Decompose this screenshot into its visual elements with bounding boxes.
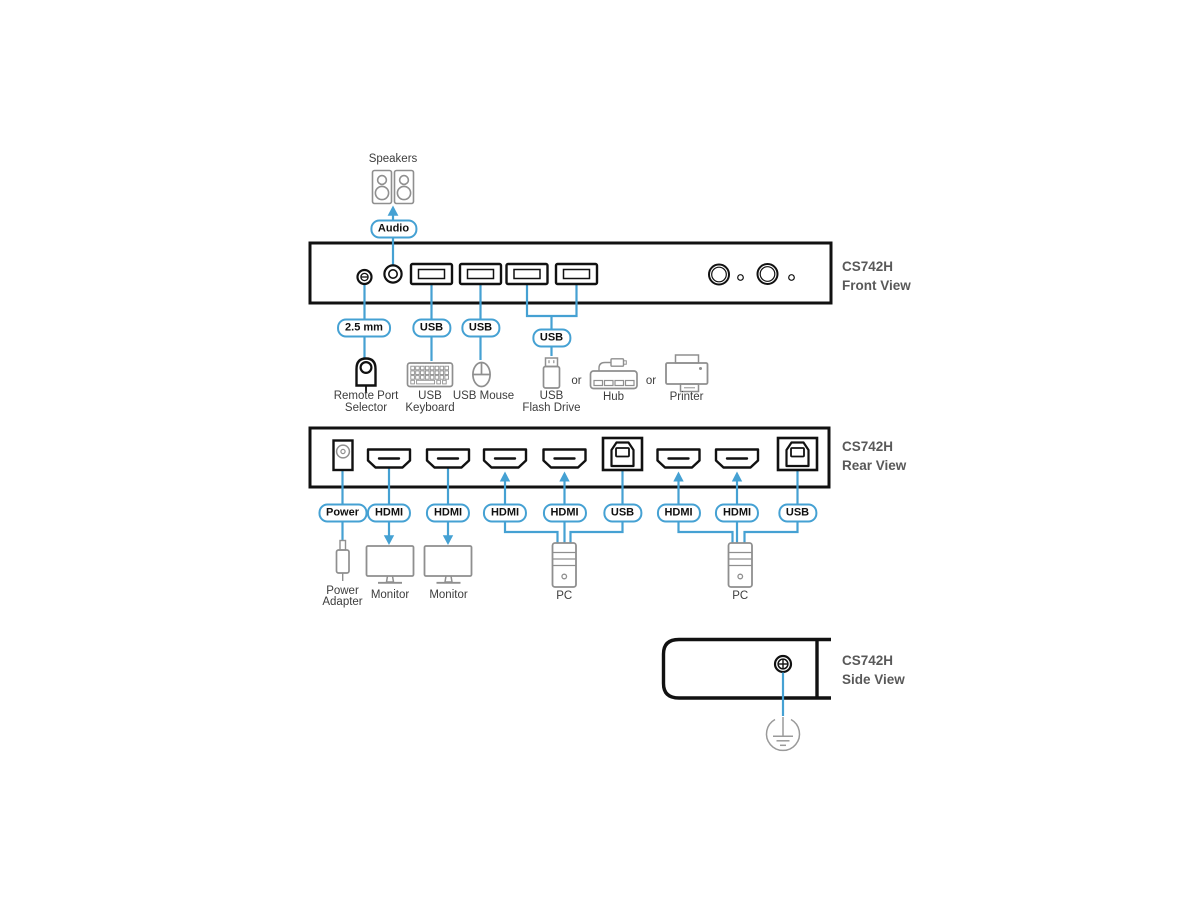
- front-view-title: CS742H Front View: [842, 259, 911, 293]
- pc-left-label: PC: [556, 589, 573, 602]
- monitor-right-label: Monitor: [429, 588, 468, 601]
- monitor-left-icon: [365, 545, 415, 584]
- rear-ports: [332, 436, 819, 472]
- power-adapter-label: Power Adapter: [322, 584, 363, 609]
- up-arrow-icon: [673, 471, 684, 482]
- remote-port-selector-icon: [355, 357, 377, 393]
- side-panel-body: [661, 637, 831, 700]
- badge-hdmi-pc1-b: HDMI: [542, 503, 587, 522]
- badge-power: Power: [317, 503, 368, 522]
- badge-usb-keyboard: USB: [411, 318, 452, 338]
- badge-hdmi-pc2-a: HDMI: [656, 503, 701, 522]
- port-select-button-1: [708, 263, 730, 286]
- or-label-1: or: [571, 374, 582, 387]
- usb-mouse-icon: [472, 361, 491, 388]
- power-jack-icon: [332, 439, 354, 472]
- usb-port-3: [505, 262, 549, 286]
- badge-hdmi-pc1-a: HDMI: [482, 503, 528, 522]
- usb-keyboard-label: USB Keyboard: [405, 390, 455, 414]
- usb-b-port-pc1: [601, 436, 644, 472]
- rear-arrows: [383, 471, 743, 545]
- printer-icon: [665, 354, 709, 393]
- led-2: [788, 274, 795, 281]
- usb-port-4: [554, 262, 599, 286]
- remote-port-selector-label: Remote Port Selector: [333, 390, 399, 414]
- badge-usb-pc1: USB: [602, 503, 643, 522]
- badge-hdmi-monitor-2: HDMI: [425, 503, 471, 522]
- usb-port-1: [409, 262, 454, 286]
- monitor-right-icon: [423, 545, 473, 584]
- down-arrow-icon: [383, 535, 395, 545]
- badge-hdmi-pc2-b: HDMI: [714, 503, 760, 522]
- hdmi-port-pc1-a: [482, 448, 528, 469]
- pc-left-icon: [551, 542, 577, 588]
- side-view-title: CS742H Side View: [842, 653, 905, 687]
- hdmi-port-monitor-2: [425, 448, 471, 469]
- hub-label: Hub: [602, 391, 625, 403]
- usb-mouse-label: USB Mouse: [452, 390, 515, 402]
- usb-port-2: [458, 262, 503, 286]
- audio-badge: Audio: [369, 219, 418, 239]
- port-select-button-2: [756, 263, 779, 285]
- down-arrow-icon: [442, 535, 454, 545]
- hdmi-port-pc2-b: [714, 448, 760, 469]
- rear-view-title: CS742H Rear View: [842, 439, 907, 473]
- audio-up-arrow-icon: [387, 205, 399, 216]
- earth-ground-symbol-icon: [765, 717, 801, 752]
- front-ports: [356, 262, 795, 286]
- jack-2-5mm-icon: [356, 268, 373, 286]
- monitor-left-label: Monitor: [370, 588, 410, 601]
- keyboard-keys: [410, 365, 449, 385]
- usb-keyboard-icon: [406, 362, 454, 388]
- usb-flash-drive-label: USB Flash Drive: [522, 390, 581, 414]
- hdmi-port-pc2-a: [656, 448, 701, 469]
- usb-flash-drive-icon: [542, 357, 561, 389]
- badge-usb-mouse: USB: [460, 318, 501, 338]
- speakers-label: Speakers: [368, 153, 418, 165]
- hdmi-port-pc1-b: [542, 448, 587, 469]
- usb-b-port-pc2: [776, 436, 819, 472]
- up-arrow-icon: [499, 471, 511, 482]
- speakers-icon: [371, 169, 415, 205]
- printer-label: Printer: [669, 391, 704, 403]
- hdmi-port-monitor-1: [366, 448, 412, 469]
- pc-right-label: PC: [732, 589, 749, 602]
- grounding-screw-icon: [773, 654, 793, 674]
- badge-usb-pc2: USB: [777, 503, 818, 522]
- badge-usb-shared: USB: [531, 328, 572, 348]
- up-arrow-icon: [559, 471, 570, 482]
- hub-icon: [589, 358, 638, 390]
- up-arrow-icon: [731, 471, 743, 482]
- led-1: [737, 274, 744, 281]
- pc-right-icon: [727, 542, 753, 588]
- audio-jack-icon: [383, 264, 403, 284]
- or-label-2: or: [645, 374, 657, 387]
- badge-hdmi-monitor-1: HDMI: [366, 503, 412, 522]
- badge-2-5mm: 2.5 mm: [337, 318, 391, 338]
- power-adapter-icon: [335, 539, 350, 581]
